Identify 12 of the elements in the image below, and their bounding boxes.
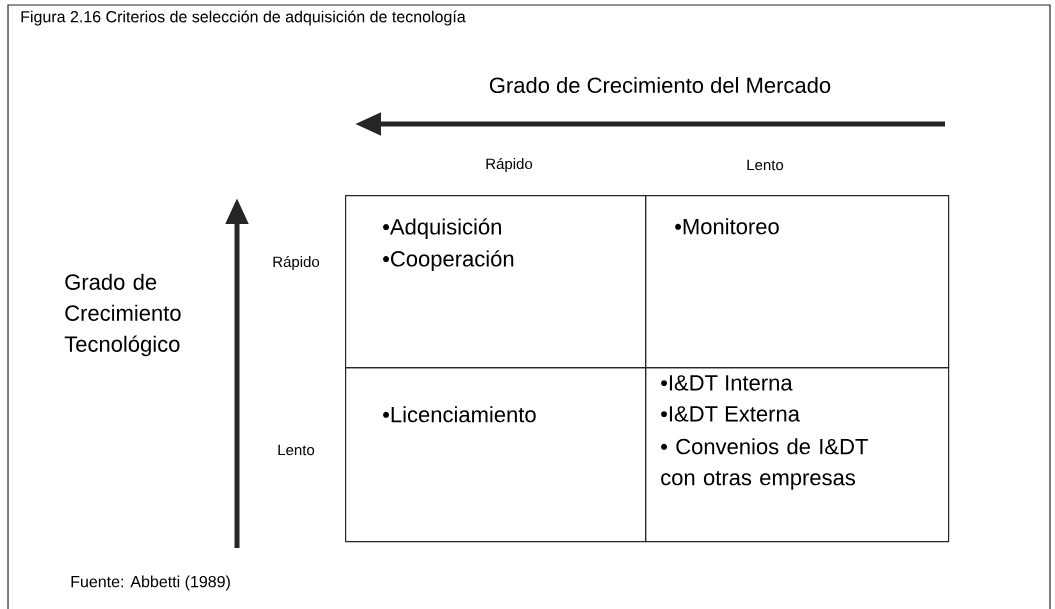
axis-title: Grado de Crecimiento del Mercado	[489, 76, 831, 94]
axis-label: Rápido	[273, 255, 320, 271]
matrix-cell: •Monitoreo	[645, 195, 950, 369]
axis-title: Grado de Crecimiento Tecnológico	[64, 273, 181, 357]
axis-label: Rápido	[486, 157, 533, 173]
source-note: Fuente: Abbetti (1989)	[71, 575, 230, 591]
axis-label: Lento	[278, 444, 315, 456]
figure-title: Figura 2.16 Criterios de selección de adquisición de tecnología	[21, 10, 466, 26]
matrix-cell: •Adquisición •Cooperación	[345, 195, 647, 369]
matrix-cell: •I&DT Interna •I&DT Externa • Convenios de I&DT con otras empresas	[645, 367, 950, 543]
matrix-cell: •Licenciamiento	[345, 367, 647, 543]
axis-label: Lento	[747, 159, 784, 171]
